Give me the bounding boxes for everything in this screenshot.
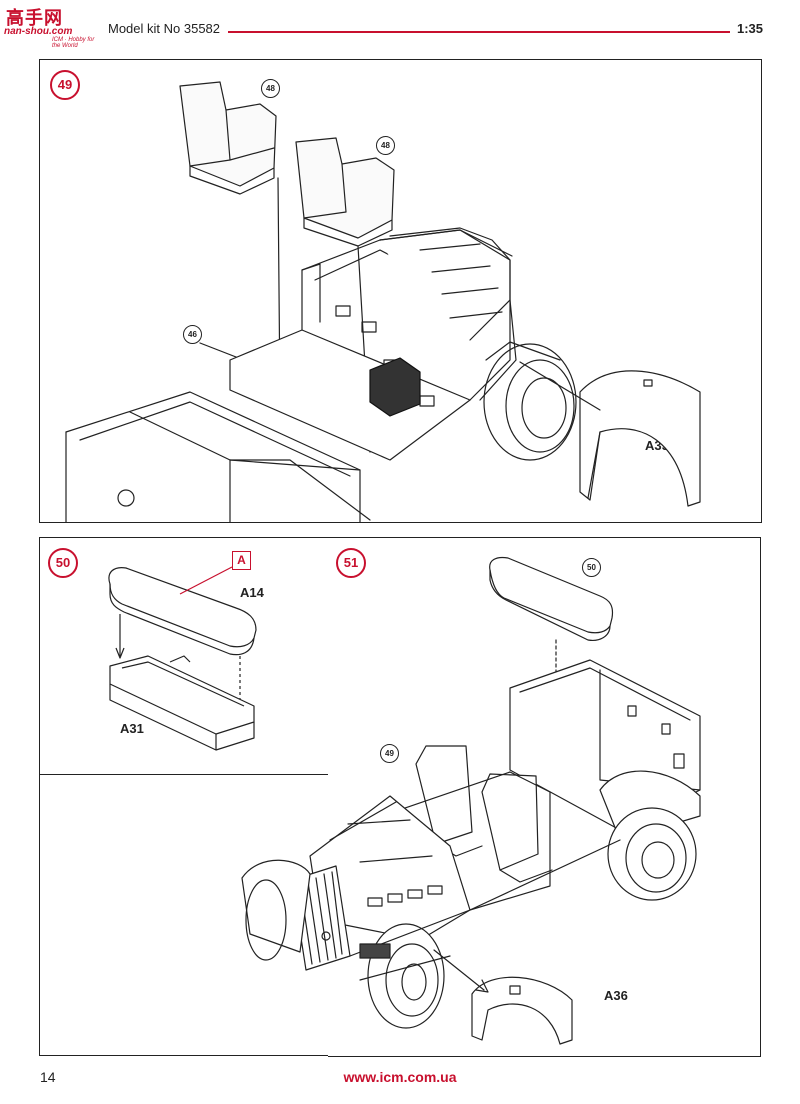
part-label: A36 [604, 988, 628, 1003]
step-reference-badge: 48 [376, 136, 395, 155]
step-reference-badge: 50 [582, 558, 601, 577]
logo-site-text: nan-shou.com [4, 26, 73, 37]
logo-chinese-text: 高手网 [6, 8, 63, 29]
footer-website-link[interactable]: www.icm.com.ua [343, 1069, 457, 1085]
page-number: 14 [40, 1069, 56, 1085]
wheel-part-icon [484, 342, 576, 460]
step-49-panel: 49 48 48 46 A35 [39, 59, 762, 523]
step-51-panel-lower-extension [39, 773, 329, 1056]
step-reference-badge: 49 [380, 744, 399, 763]
mudguard-part-icon [580, 371, 700, 506]
step-reference-badge: 48 [261, 79, 280, 98]
step-50-panel: 50 A A14 A31 [39, 537, 329, 775]
step-49-assembly-drawing [40, 60, 761, 522]
vehicle-body-drawing [242, 660, 700, 1028]
step-number-badge: 49 [50, 70, 80, 100]
part-label: A31 [120, 721, 144, 736]
cushion-part-icon [109, 568, 256, 655]
scale-label: 1:35 [737, 21, 764, 36]
logo-tagline: ICM · Hobby for the World [52, 37, 95, 49]
page-header: 高手网 nan-shou.com ICM · Hobby for the Wor… [0, 0, 800, 49]
sprue-letter-badge: A [232, 551, 251, 570]
seat-part-icon [296, 138, 394, 246]
seat-part-icon [180, 82, 276, 194]
step-reference-badge: 46 [183, 325, 202, 344]
part-label: A14 [240, 585, 264, 600]
step-50-assembly-drawing [40, 538, 328, 774]
vehicle-chassis-drawing [66, 228, 516, 522]
step-51-assembly-drawing [220, 540, 760, 1050]
site-logo[interactable]: 高手网 nan-shou.com ICM · Hobby for the Wor… [4, 4, 100, 49]
step-number-badge: 51 [336, 548, 366, 578]
mudguard-part-icon [472, 977, 572, 1044]
cushion-part-icon [490, 558, 613, 641]
header-divider [228, 31, 730, 33]
seat-base-part-icon [110, 656, 254, 750]
step-number-badge: 50 [48, 548, 78, 578]
kit-title: Model kit No 35582 [108, 21, 221, 36]
